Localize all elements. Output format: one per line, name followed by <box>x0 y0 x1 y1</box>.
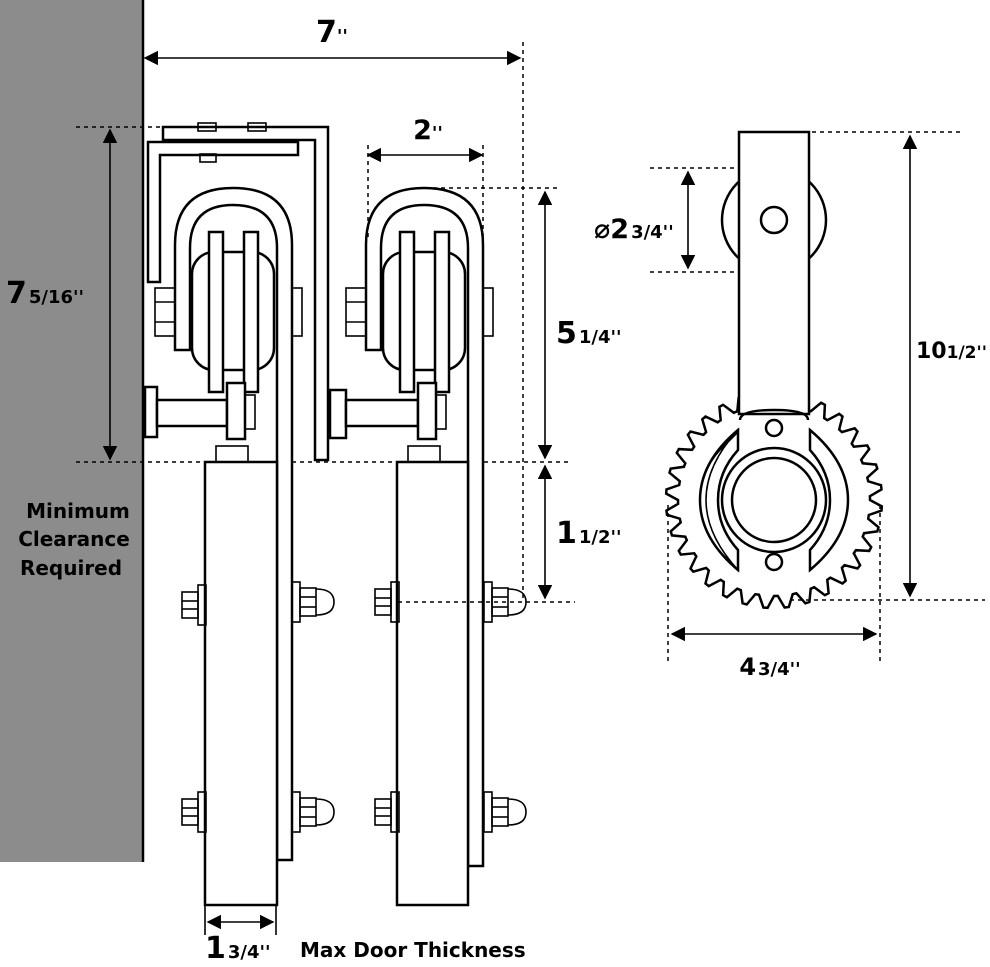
dimension-bracket-width: 2'' <box>366 115 484 240</box>
svg-text:101/2'': 101/2'' <box>916 339 987 364</box>
strap-length-frac: 1/2'' <box>947 343 987 363</box>
hanger-height-whole: 5 <box>556 316 577 351</box>
clearance-line2: Clearance <box>18 527 130 551</box>
door-right <box>395 460 470 907</box>
cap-nut-icon <box>291 581 335 623</box>
wheel-diameter-whole: 2 <box>610 214 629 245</box>
hex-bolt-icon <box>181 791 207 833</box>
svg-text:43/4'': 43/4'' <box>739 653 800 681</box>
door-thickness-caption: Max Door Thickness <box>300 938 526 962</box>
bracket-width-whole: 2 <box>413 115 432 146</box>
hanger-height-frac: 1/4'' <box>579 327 622 348</box>
hanger-right <box>328 186 527 907</box>
svg-text:⌀23/4'': ⌀23/4'' <box>594 214 674 245</box>
dimension-strap-length: 101/2'' <box>790 131 987 601</box>
clearance-line1: Minimum <box>26 499 130 523</box>
hanger-front-view <box>664 130 884 610</box>
svg-text:7'': 7'' <box>316 15 348 50</box>
wheel-side-view <box>190 250 276 372</box>
clearance-label: Minimum Clearance Required <box>18 499 130 580</box>
cap-nut-icon <box>483 791 527 833</box>
hex-bolt-icon <box>374 581 400 623</box>
clearance-line3: Required <box>20 556 122 580</box>
svg-text:2'': 2'' <box>413 115 443 146</box>
door-thickness-whole: 1 <box>205 931 226 962</box>
wheel-side-view <box>381 250 467 372</box>
hanger-strap <box>737 130 811 416</box>
cap-nut-icon <box>291 791 335 833</box>
door-left <box>203 460 279 907</box>
hex-bolt-icon <box>374 791 400 833</box>
wall-bracket <box>146 122 330 462</box>
bracket-width-frac: '' <box>432 123 443 144</box>
svg-text:75/16'': 75/16'' <box>6 276 84 311</box>
clearance-height-whole: 7 <box>6 276 27 311</box>
total-width-whole: 7 <box>316 15 337 50</box>
wheel-diameter-symbol: ⌀ <box>594 214 610 245</box>
door-offset-frac: 1/2'' <box>579 527 622 548</box>
door-offset-whole: 1 <box>556 516 577 551</box>
svg-text:51/4'': 51/4'' <box>556 316 622 351</box>
clearance-height-frac: 5/16'' <box>29 287 84 308</box>
wall <box>0 0 143 862</box>
wheel-width-frac: 3/4'' <box>758 659 801 680</box>
strap-length-whole: 10 <box>916 339 947 364</box>
wheel-diameter-frac: 3/4'' <box>631 222 674 243</box>
svg-text:13/4'': 13/4'' <box>205 931 271 962</box>
svg-text:11/2'': 11/2'' <box>556 516 622 551</box>
dimension-total-width: 7'' <box>143 15 524 600</box>
hex-bolt-icon <box>181 584 207 626</box>
wheel-width-whole: 4 <box>739 653 756 681</box>
door-thickness-frac: 3/4'' <box>228 942 271 962</box>
hanger-left <box>143 186 335 907</box>
total-width-frac: '' <box>337 26 348 47</box>
